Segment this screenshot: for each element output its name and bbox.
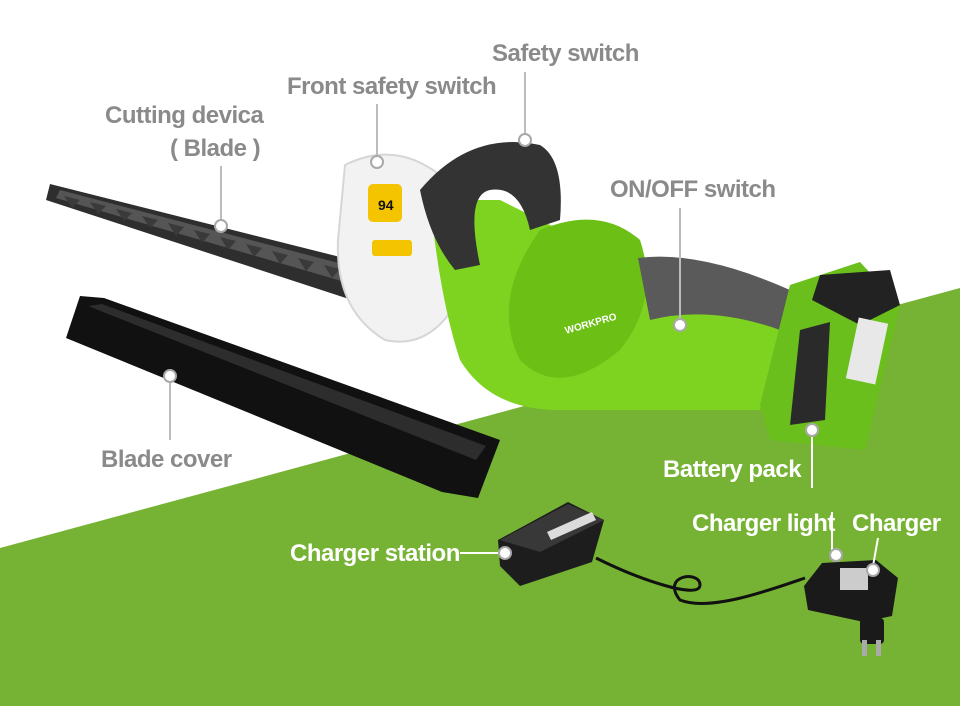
label-cutting-device-line2: ( Blade ): [170, 135, 261, 162]
marker-charger-light: [829, 548, 843, 562]
battery-shape: [760, 262, 900, 450]
label-cutting-device-line1: Cutting devica: [105, 102, 264, 129]
label-safety-switch: Safety switch: [492, 40, 639, 67]
marker-charger: [866, 563, 880, 577]
label-charger-station: Charger station: [290, 540, 460, 567]
guard-decal-text: 94: [378, 197, 394, 213]
marker-cutting-device: [214, 219, 228, 233]
callout-lines-white: [460, 434, 879, 567]
callout-lines: [169, 72, 681, 440]
label-charger-light: Charger light: [692, 510, 835, 537]
label-on-off-switch: ON/OFF switch: [610, 176, 776, 203]
guard-decal-bg: [368, 184, 402, 222]
rear-grip-shape: [638, 256, 790, 330]
label-front-safety-switch: Front safety switch: [287, 73, 497, 100]
label-charger: Charger: [852, 510, 941, 537]
marker-charger-station: [498, 546, 512, 560]
marker-on-off-switch: [673, 318, 687, 332]
label-blade-cover: Blade cover: [101, 446, 232, 473]
blade-cover-shape: [66, 296, 500, 498]
marker-safety-switch: [518, 133, 532, 147]
charger-station-shape: [498, 502, 806, 605]
marker-front-safety-switch: [370, 155, 384, 169]
motor-housing-shape: [508, 219, 647, 378]
guard-warning-strip: [372, 240, 412, 256]
top-handle-shape: [420, 142, 561, 270]
marker-battery-pack: [805, 423, 819, 437]
hedge-blade: [46, 184, 360, 300]
label-battery-pack: Battery pack: [663, 456, 802, 483]
marker-blade-cover: [163, 369, 177, 383]
